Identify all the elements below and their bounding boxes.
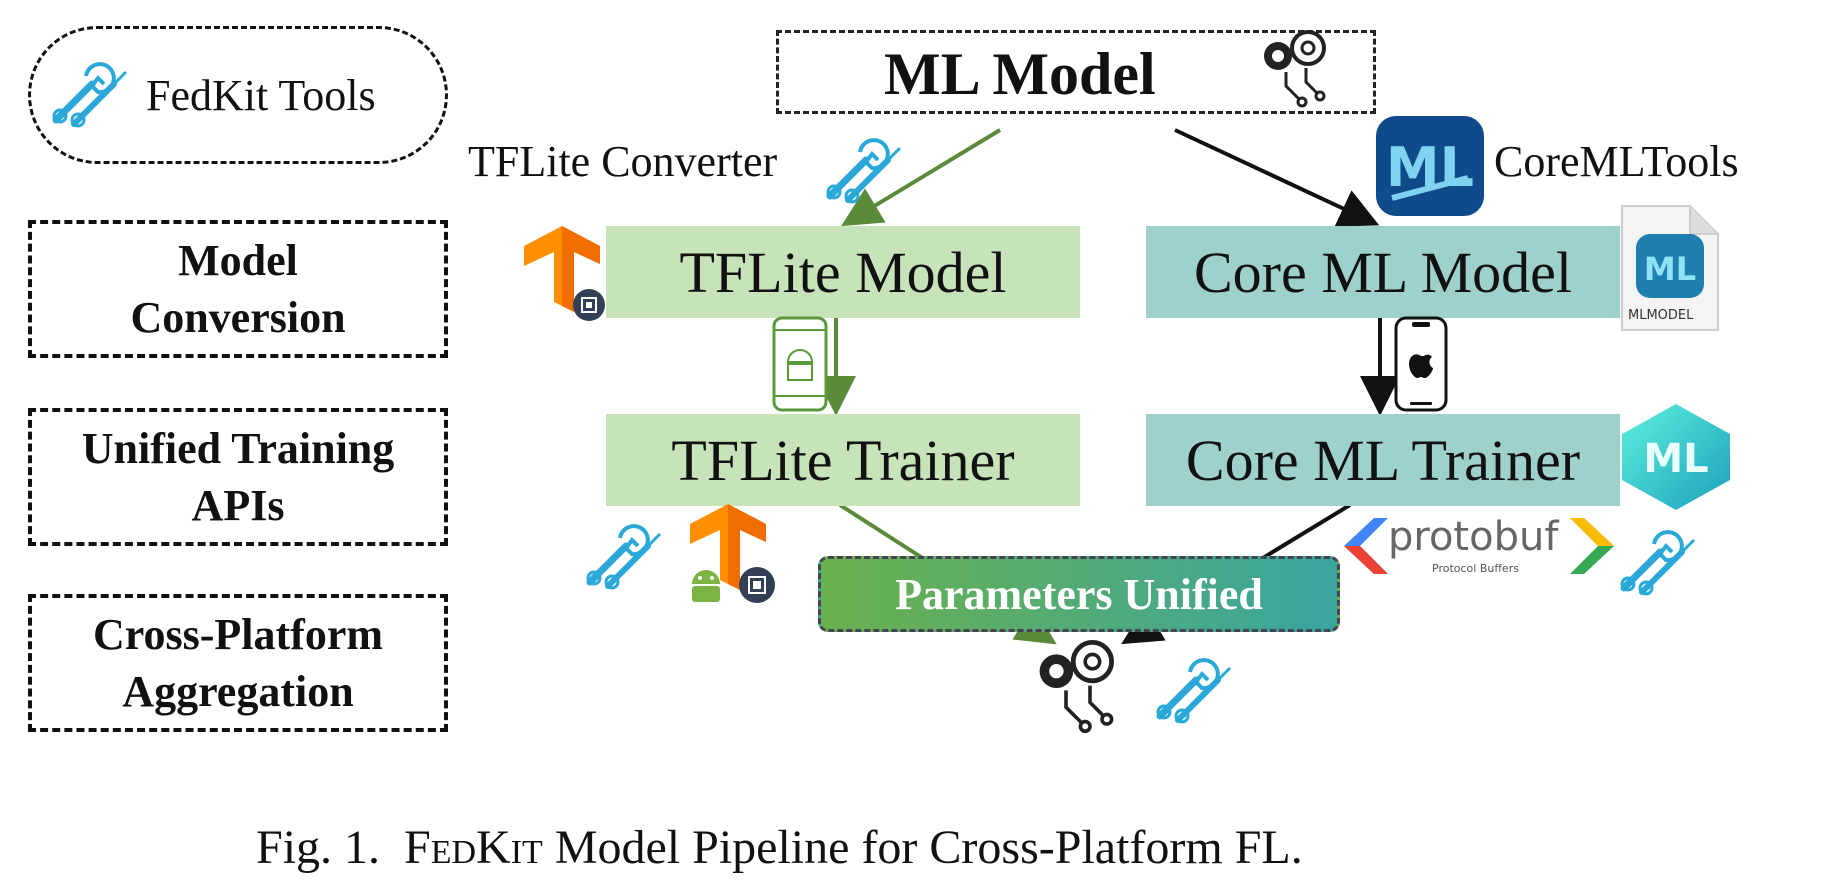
wrench-screwdriver-icon [1156,646,1236,726]
gears-circuit-icon [1030,640,1130,740]
arrow-mlmodel-to-tflite [841,128,1002,227]
tflite-model-node: TFLite Model [606,226,1080,318]
protobuf-logo-icon [1344,518,1614,574]
parameters-unified-box: Parameters Unified [818,556,1340,632]
tflite-trainer-node: TFLite Trainer [606,414,1080,506]
tensorflow-logo-icon [524,226,600,312]
tflite-converter-label: TFLite Converter [468,137,778,186]
coreml-model-node: Core ML Model [1146,226,1620,318]
wrench-screwdriver-icon [52,50,132,130]
gears-circuit-icon [1262,30,1326,108]
android-robot-icon [692,570,720,602]
coreml-trainer-node: Core ML Trainer [1146,414,1620,506]
iphone-icon [1394,316,1448,412]
caption-rest: Model Pipeline for Cross-Platform FL. [542,821,1303,874]
coreml-logo-icon: ML [1622,404,1730,510]
svg-text:ML: ML [1643,436,1708,482]
wrench-screwdriver-icon [586,512,666,592]
wrench-screwdriver-icon [1620,518,1700,598]
figure-caption: Fig. 1. FedKit Model Pipeline for Cross-… [256,820,1303,875]
protobuf-subtitle: Protocol Buffers [1432,562,1519,575]
legend-tools-box [28,26,448,164]
caption-brand: FedKit [404,821,543,874]
android-phone-icon [772,316,828,412]
ml-model-box [776,30,1376,114]
tensorflow-logo-icon [690,504,766,590]
chip-icon [739,567,775,603]
arrow-mlmodel-to-coreml [1174,128,1380,227]
wrench-screwdriver-icon [826,126,906,206]
svg-text:ML: ML [1644,250,1696,288]
legend-tools-label: FedKit Tools [146,71,376,120]
mlmodel-file-icon: ML [1621,205,1719,331]
protobuf-brand: protobuf [1388,514,1559,560]
coreml-logo-icon: ML [1376,116,1484,216]
mlmodel-file-label: MLMODEL [1628,308,1694,323]
coremltools-label: CoreMLTools [1494,137,1739,186]
ml-model-label: ML Model [884,41,1156,107]
caption-prefix: Fig. 1. [256,821,381,874]
chip-icon [573,289,605,321]
